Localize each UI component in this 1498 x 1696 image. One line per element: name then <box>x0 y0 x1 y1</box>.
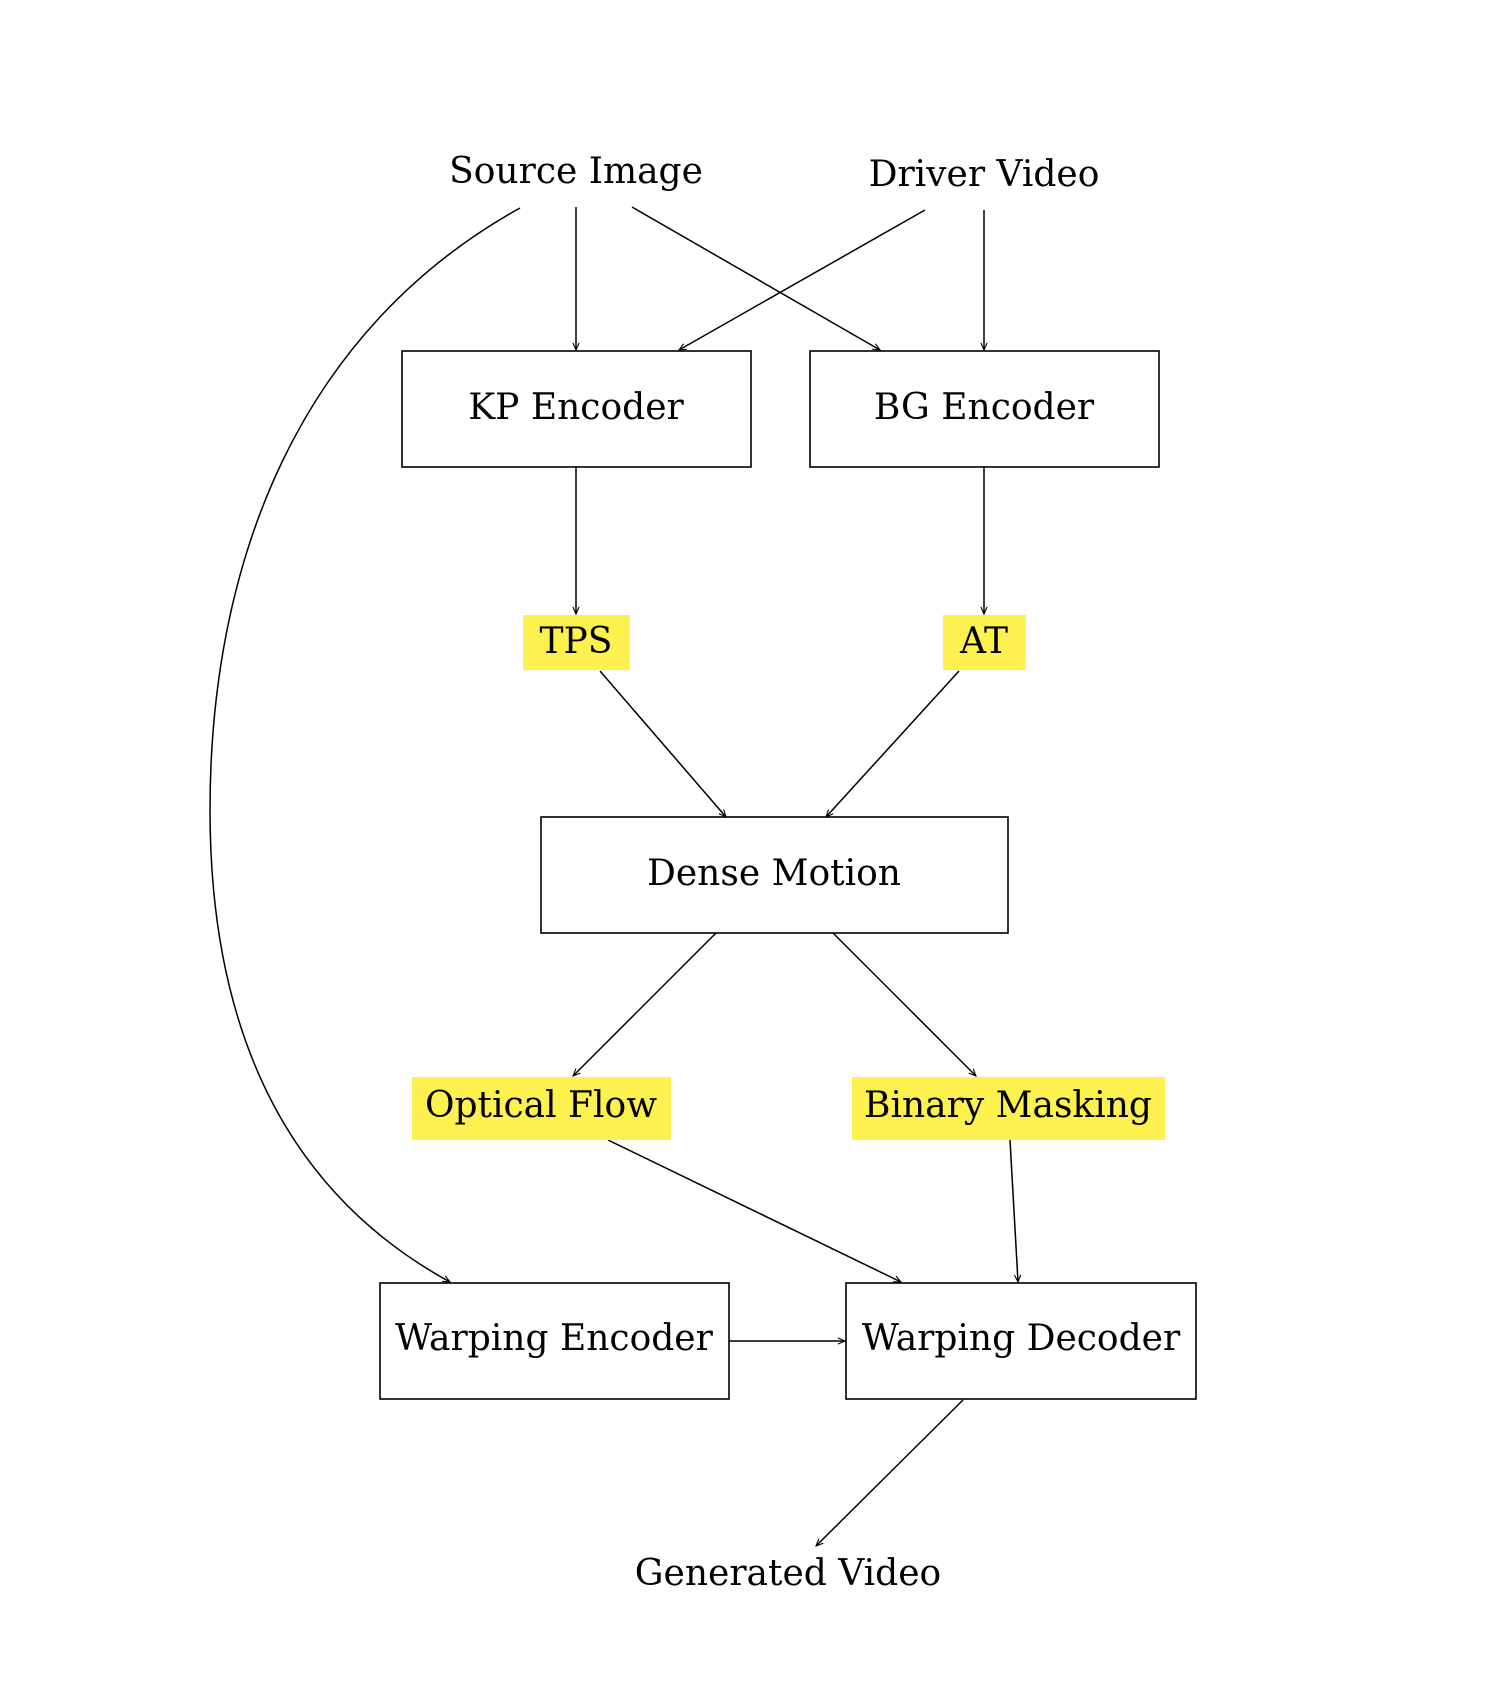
edge-optical-flow-to-warping-decoder <box>607 1139 901 1283</box>
edge-warping-decoder-to-generated-video <box>816 1399 964 1546</box>
dense-motion-node: Dense Motion <box>540 816 1009 934</box>
binary-masking-node: Binary Masking <box>852 1077 1165 1140</box>
kp-encoder-label: KP Encoder <box>468 387 684 428</box>
kp-encoder-node: KP Encoder <box>401 350 752 468</box>
generated-video-label: Generated Video <box>635 1553 941 1594</box>
dense-motion-label: Dense Motion <box>647 853 901 894</box>
edges <box>209 206 1018 1546</box>
warping-decoder-label: Warping Decoder <box>862 1318 1181 1359</box>
warping-encoder-node: Warping Encoder <box>379 1282 730 1400</box>
warping-encoder-label: Warping Encoder <box>395 1318 713 1359</box>
edge-tps-to-dense-motion <box>599 670 726 817</box>
source-image-label: Source Image <box>449 151 703 192</box>
optical-flow-label: Optical Flow <box>425 1085 657 1126</box>
edge-at-to-dense-motion <box>826 670 960 817</box>
tps-node: TPS <box>523 615 630 670</box>
bg-encoder-node: BG Encoder <box>809 350 1160 468</box>
tps-label: TPS <box>540 621 613 662</box>
at-node: AT <box>943 615 1026 670</box>
optical-flow-node: Optical Flow <box>412 1077 671 1140</box>
edge-driver-to-kp-encoder <box>679 209 926 350</box>
at-label: AT <box>959 621 1008 662</box>
edge-dense-motion-to-optical-flow <box>573 932 717 1076</box>
warping-decoder-node: Warping Decoder <box>845 1282 1197 1400</box>
edge-source-to-bg-encoder <box>631 206 880 350</box>
bg-encoder-label: BG Encoder <box>874 387 1095 428</box>
edge-binary-masking-to-warping-decoder <box>1009 1139 1018 1282</box>
edge-dense-motion-to-binary-masking <box>832 932 976 1076</box>
binary-masking-label: Binary Masking <box>864 1085 1152 1126</box>
edge-source-to-warping-encoder <box>209 207 521 1283</box>
driver-video-label: Driver Video <box>869 154 1100 195</box>
